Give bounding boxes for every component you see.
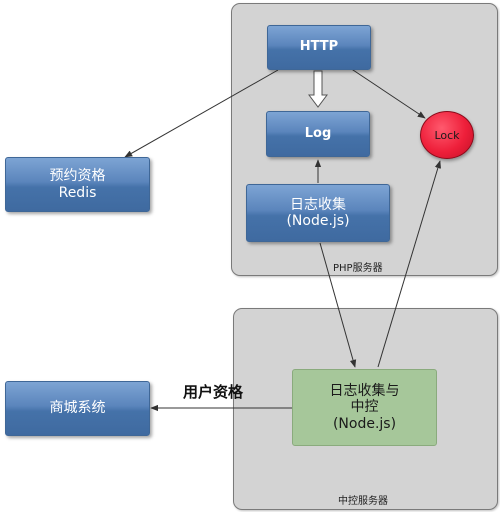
collect-control-node: 日志收集与 中控 (Node.js) bbox=[292, 369, 437, 446]
lock-label: Lock bbox=[434, 128, 460, 142]
http-label: HTTP bbox=[299, 39, 339, 55]
log-collect-node: 日志收集 (Node.js) bbox=[246, 184, 390, 242]
lock-node: Lock bbox=[420, 111, 474, 159]
php-server-caption: PHP服务器 bbox=[333, 263, 383, 274]
log-label: Log bbox=[304, 125, 332, 141]
collect-control-line2: 中控 bbox=[350, 399, 379, 416]
log-collect-line2: (Node.js) bbox=[286, 213, 350, 229]
control-server-caption: 中控服务器 bbox=[338, 496, 388, 507]
collect-control-line3: (Node.js) bbox=[332, 415, 397, 432]
log-collect-line1: 日志收集 bbox=[290, 196, 346, 213]
redis-node: 预约资格 Redis bbox=[5, 157, 150, 212]
mall-label: 商城系统 bbox=[49, 400, 106, 417]
log-node: Log bbox=[266, 111, 370, 157]
redis-line2: Redis bbox=[58, 184, 97, 201]
http-node: HTTP bbox=[267, 25, 371, 70]
user-qualification-label: 用户资格 bbox=[183, 383, 244, 401]
redis-line1: 预约资格 bbox=[49, 168, 106, 185]
mall-node: 商城系统 bbox=[5, 381, 150, 436]
collect-control-line1: 日志收集与 bbox=[329, 383, 400, 400]
